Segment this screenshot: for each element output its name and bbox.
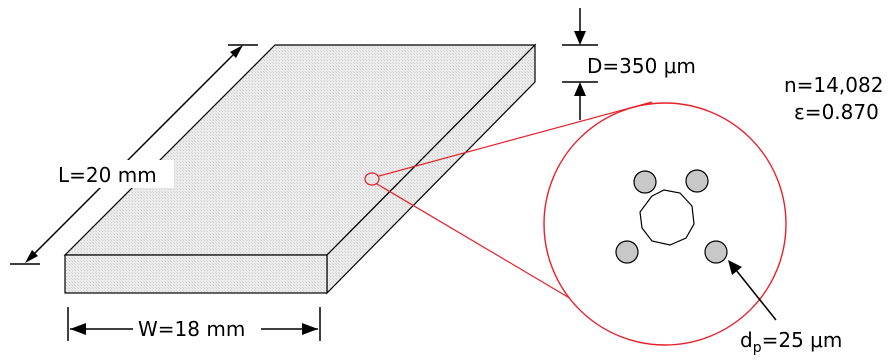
zoom-source-circle bbox=[364, 172, 380, 186]
particle-top-left bbox=[633, 170, 657, 194]
width-dimension bbox=[67, 307, 321, 341]
length-arrowhead-top bbox=[230, 45, 243, 58]
pore-diameter-arrow bbox=[735, 269, 777, 321]
width-arrowhead-right bbox=[302, 323, 318, 335]
length-label: L=20 mm bbox=[58, 163, 157, 187]
length-label-bg bbox=[56, 160, 174, 188]
particle-bottom-left bbox=[615, 240, 639, 264]
width-arrowhead-left bbox=[70, 323, 86, 335]
particle-top-right bbox=[685, 169, 709, 193]
width-label: W=18 mm bbox=[138, 317, 245, 341]
length-arrowhead-bottom bbox=[25, 250, 38, 263]
zoom-line-upper bbox=[378, 101, 653, 177]
pore-diameter-label: dp=25 μm bbox=[740, 328, 842, 356]
porosity-label: ε=0.870 bbox=[794, 100, 879, 124]
particle-bottom-right bbox=[704, 240, 728, 264]
count-label: n=14,082 bbox=[784, 73, 883, 97]
depth-label: D=350 μm bbox=[587, 54, 696, 78]
pore-void bbox=[639, 189, 695, 246]
slab-front-face bbox=[64, 254, 328, 294]
depth-arrowhead-top bbox=[574, 31, 586, 45]
pore-diameter-arrowhead bbox=[728, 260, 742, 275]
depth-arrowhead-bottom bbox=[574, 82, 586, 96]
